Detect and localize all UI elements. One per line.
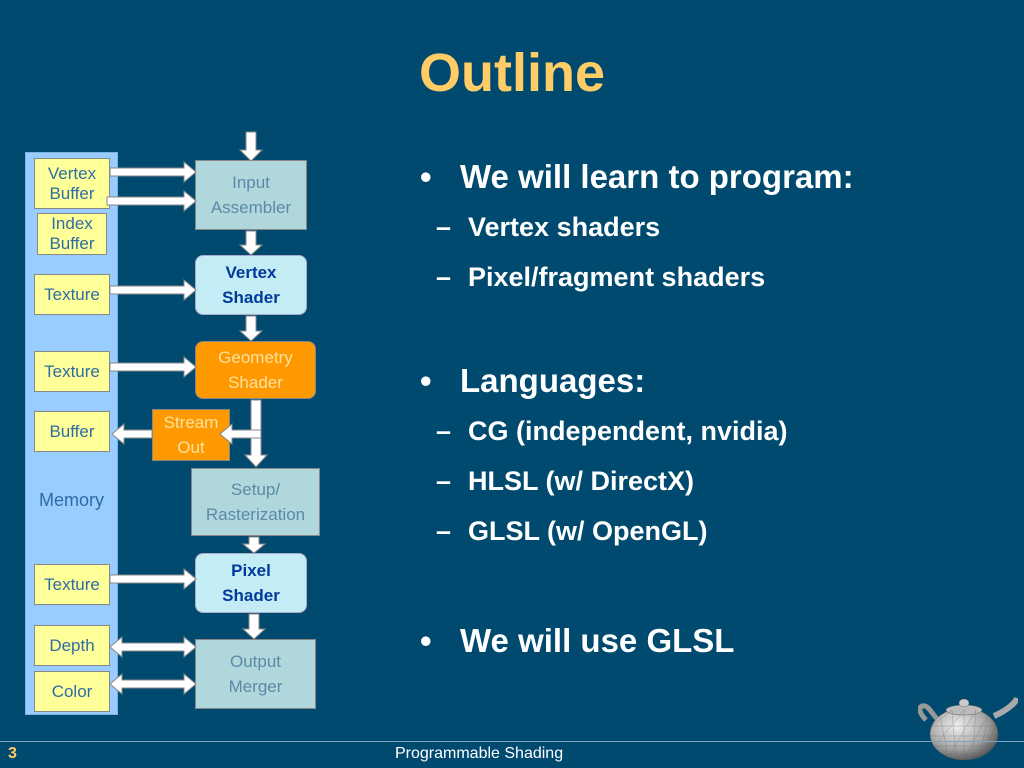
arrow-vertex-to-geometry bbox=[238, 315, 264, 342]
dash-glyph: – bbox=[436, 416, 452, 446]
bullet-glyph: • bbox=[420, 362, 432, 399]
sub-bullet-vertex-text: Vertex shaders bbox=[468, 212, 661, 242]
bullet-glyph: • bbox=[420, 622, 432, 659]
footer-title: Programmable Shading bbox=[395, 745, 564, 762]
footer-divider bbox=[0, 741, 1024, 742]
geometry-shader-stage: Geometry Shader bbox=[195, 341, 316, 399]
bullet-learn-text: We will learn to program: bbox=[460, 158, 854, 195]
arrow-vertex-buffer-to-input bbox=[109, 160, 197, 184]
vertex-shader-stage: Vertex Shader bbox=[195, 255, 307, 315]
color-box: Color bbox=[34, 671, 110, 712]
page-number: 3 bbox=[8, 745, 17, 762]
arrow-texture-to-pixel bbox=[109, 567, 197, 591]
sub-bullet-glsl-text: GLSL (w/ OpenGL) bbox=[468, 516, 708, 546]
buffer-box: Buffer bbox=[34, 411, 110, 452]
memory-label: Memory bbox=[38, 490, 104, 510]
index-buffer-box: Index Buffer bbox=[37, 213, 107, 255]
arrow-into-input-assembler bbox=[238, 131, 264, 162]
setup-rasterization-stage: Setup/ Rasterization bbox=[191, 468, 320, 536]
depth-box: Depth bbox=[34, 625, 110, 666]
input-assembler-stage: Input Assembler bbox=[195, 160, 307, 230]
arrow-texture-to-geometry bbox=[109, 355, 197, 379]
dash-glyph: – bbox=[436, 262, 452, 292]
sub-bullet-hlsl-text: HLSL (w/ DirectX) bbox=[468, 466, 695, 496]
vertex-buffer-box: Vertex Buffer bbox=[34, 158, 110, 209]
output-merger-stage: Output Merger bbox=[195, 639, 316, 709]
arrow-pixel-to-output bbox=[241, 613, 267, 640]
bullet-glyph: • bbox=[420, 158, 432, 195]
arrow-setup-to-pixel bbox=[241, 536, 267, 554]
slide-title: Outline bbox=[419, 43, 605, 103]
arrow-color-output bbox=[109, 672, 197, 696]
sub-bullet-pixel-text: Pixel/fragment shaders bbox=[468, 262, 766, 292]
texture-box-1: Texture bbox=[34, 274, 110, 315]
teapot-icon bbox=[918, 696, 1018, 761]
dash-glyph: – bbox=[436, 516, 452, 546]
texture-box-3: Texture bbox=[34, 564, 110, 605]
texture-box-2: Texture bbox=[34, 351, 110, 392]
bullet-languages-text: Languages: bbox=[460, 362, 646, 399]
sub-bullet-cg-text: CG (independent, nvidia) bbox=[468, 416, 788, 446]
dash-glyph: – bbox=[436, 212, 452, 242]
dash-glyph: – bbox=[436, 466, 452, 496]
arrow-input-to-vertex bbox=[238, 230, 264, 256]
arrow-index-buffer-to-input bbox=[106, 189, 197, 213]
arrow-texture-to-vertex bbox=[109, 278, 197, 302]
arrow-stream-to-buffer bbox=[111, 422, 153, 446]
bullet-use-glsl-text: We will use GLSL bbox=[460, 622, 735, 659]
arrow-geometry-to-stream bbox=[219, 422, 262, 446]
pixel-shader-stage: Pixel Shader bbox=[195, 553, 307, 613]
arrow-depth-output bbox=[109, 635, 197, 659]
